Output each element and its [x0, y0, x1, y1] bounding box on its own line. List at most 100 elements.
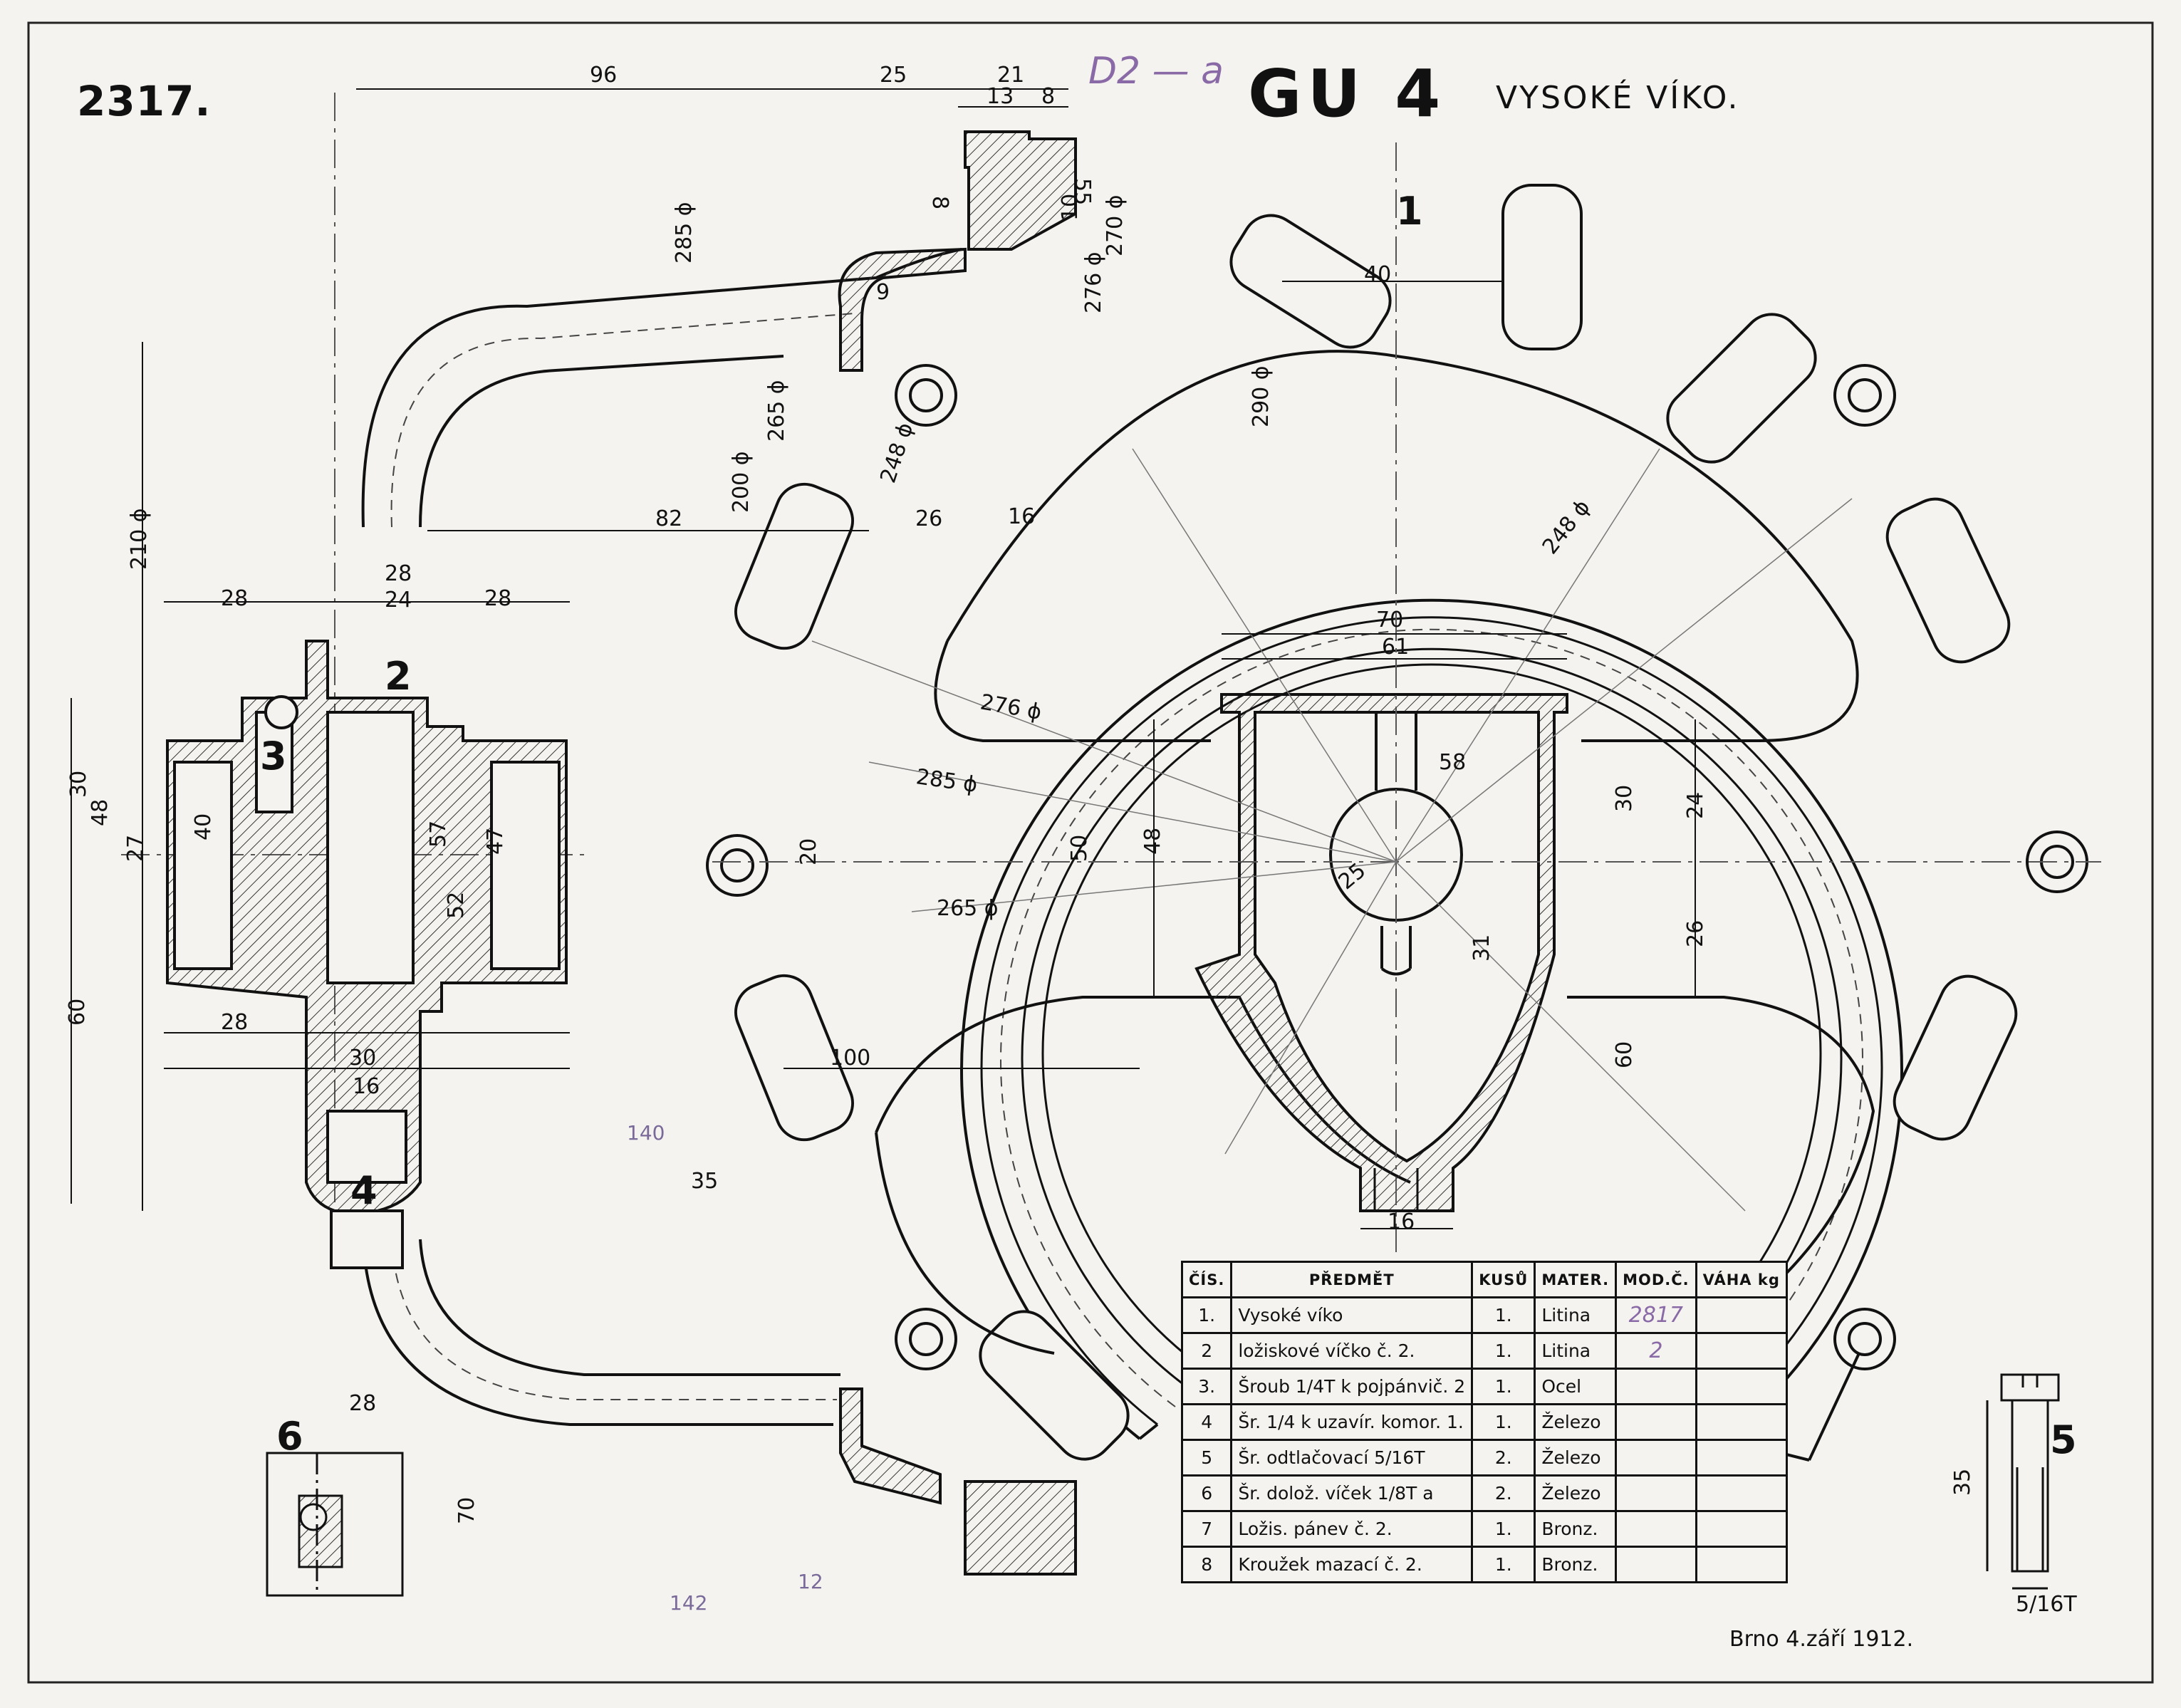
row-item: Šroub 1/4T k pojpánvič. 2: [1230, 1368, 1474, 1405]
table-row: 3. Šroub 1/4T k pojpánvič. 2 1. Ocel: [1180, 1368, 1788, 1405]
bearing-housing-section: [1194, 693, 1568, 1212]
row-weight: [1695, 1403, 1788, 1441]
dim-248: 248 ϕ: [875, 420, 918, 486]
row-weight: [1695, 1510, 1788, 1548]
row-number: 4: [1180, 1403, 1233, 1441]
dim-31: 31: [1469, 934, 1494, 962]
dim-8: 8: [1041, 84, 1055, 109]
dim-265: 265 ϕ: [764, 380, 789, 442]
row-item: Ložis. pánev č. 2.: [1230, 1510, 1474, 1548]
dim-270: 270 ϕ: [1103, 194, 1128, 256]
table-row: 5 Šr. odtlačovací 5/16T 2. Železo: [1180, 1439, 1788, 1477]
row-item: Vysoké víko: [1230, 1296, 1474, 1334]
row-quantity: 1.: [1471, 1368, 1536, 1405]
dim-8b: 8: [927, 196, 952, 209]
row-quantity: 1.: [1471, 1296, 1536, 1334]
dim-28b: 28: [221, 586, 248, 611]
row-weight: [1695, 1332, 1788, 1370]
dim-265b: 265 ϕ: [937, 896, 999, 921]
detail-5-screw: [1986, 1373, 2060, 1590]
dim-52: 52: [444, 892, 469, 919]
dim-20c: 20: [796, 838, 821, 865]
row-material: Železo: [1534, 1439, 1618, 1477]
row-model: [1615, 1474, 1697, 1512]
dim-24a: 24: [385, 588, 412, 613]
row-weight: [1695, 1368, 1788, 1405]
row-material: Litina: [1534, 1332, 1618, 1370]
dim-30c: 30: [1612, 785, 1637, 812]
dim-detail6-28: 28: [349, 1391, 376, 1416]
dim-9a: 9: [876, 280, 890, 305]
top-boss: [838, 130, 1077, 1576]
callout-3: 3: [260, 734, 287, 779]
row-model: [1615, 1403, 1697, 1441]
dim-26c: 26: [1683, 920, 1708, 947]
drawing-number: 2317.: [77, 77, 212, 125]
row-quantity: 2.: [1471, 1439, 1536, 1477]
pencil-140: 140: [627, 1121, 665, 1145]
dim-detail6-70: 70: [454, 1497, 479, 1524]
dim-70: 70: [1376, 608, 1403, 632]
row-number: 7: [1180, 1510, 1233, 1548]
date-signature: Brno 4.září 1912.: [1729, 1627, 1914, 1652]
callout-5: 5: [2050, 1417, 2077, 1462]
row-quantity: 1.: [1471, 1332, 1536, 1370]
row-item: ložiskové víčko č. 2.: [1230, 1332, 1474, 1370]
col-material: MATER.: [1534, 1261, 1618, 1298]
row-material: Litina: [1534, 1296, 1618, 1334]
dim-55: 55: [1070, 178, 1095, 205]
col-quantity: KUSŮ: [1471, 1261, 1536, 1298]
row-item: Kroužek mazací č. 2.: [1230, 1546, 1474, 1583]
row-number: 8: [1180, 1546, 1233, 1583]
dim-58: 58: [1439, 750, 1466, 775]
dim-100: 100: [830, 1046, 870, 1071]
dim-detail5-516: 5/16T: [2016, 1592, 2077, 1617]
row-item: Šr. 1/4 k uzavír. komor. 1.: [1230, 1403, 1474, 1441]
detail-6-view: [266, 1452, 404, 1597]
dim-48: 48: [88, 799, 113, 826]
pencil-12: 12: [798, 1570, 823, 1593]
dim-50: 50: [1067, 835, 1092, 862]
parts-list-table: ČÍS. PŘEDMĚT KUSŮ MATER. MOD.Č. VÁHA kg …: [1180, 1261, 1788, 1583]
dim-26-ring: 26: [915, 506, 942, 531]
row-model: 2: [1615, 1332, 1697, 1370]
dim-28d: 28: [221, 1010, 248, 1035]
dim-60: 60: [65, 999, 90, 1026]
dim-285b: 285 ϕ: [915, 764, 979, 798]
dim-16: 16: [353, 1074, 380, 1099]
bearing-cap-section: [166, 640, 568, 1269]
dim-285: 285 ϕ: [672, 202, 697, 264]
row-model: [1615, 1439, 1697, 1477]
row-item: Šr. dolož. víček 1/8T a: [1230, 1474, 1474, 1512]
row-material: Ocel: [1534, 1368, 1618, 1405]
dim-24c: 24: [1683, 792, 1708, 819]
dim-detail5-35: 35: [1950, 1469, 1975, 1496]
dim-200: 200 ϕ: [729, 451, 754, 513]
row-item: Šr. odtlačovací 5/16T: [1230, 1439, 1474, 1477]
row-weight: [1695, 1546, 1788, 1583]
table-row: 4 Šr. 1/4 k uzavír. komor. 1. 1. Železo: [1180, 1403, 1788, 1441]
row-number: 5: [1180, 1439, 1233, 1477]
radial-lines: [811, 448, 1853, 1212]
dim-25: 25: [880, 63, 907, 88]
dim-276-top: 276 ϕ: [1081, 251, 1106, 313]
dim-48c: 48: [1140, 828, 1165, 855]
dim-82: 82: [655, 506, 682, 531]
callout-2: 2: [385, 654, 412, 699]
dim-276: 276 ϕ: [979, 689, 1043, 725]
table-row: 6 Šr. dolož. víček 1/8T a 2. Železo: [1180, 1474, 1788, 1512]
row-weight: [1695, 1474, 1788, 1512]
col-item: PŘEDMĚT: [1230, 1261, 1474, 1298]
table-row: 8 Kroužek mazací č. 2. 1. Bronz.: [1180, 1546, 1788, 1583]
row-model: 2817: [1615, 1296, 1697, 1334]
col-weight: VÁHA kg: [1695, 1261, 1788, 1298]
row-weight: [1695, 1439, 1788, 1477]
dim-47: 47: [483, 828, 508, 855]
table-row: 1. Vysoké víko 1. Litina 2817: [1180, 1296, 1788, 1334]
row-model: [1615, 1510, 1697, 1548]
dim-57: 57: [426, 821, 451, 848]
row-material: Železo: [1534, 1403, 1618, 1441]
row-quantity: 1.: [1471, 1403, 1536, 1441]
callout-1: 1: [1396, 189, 1423, 234]
